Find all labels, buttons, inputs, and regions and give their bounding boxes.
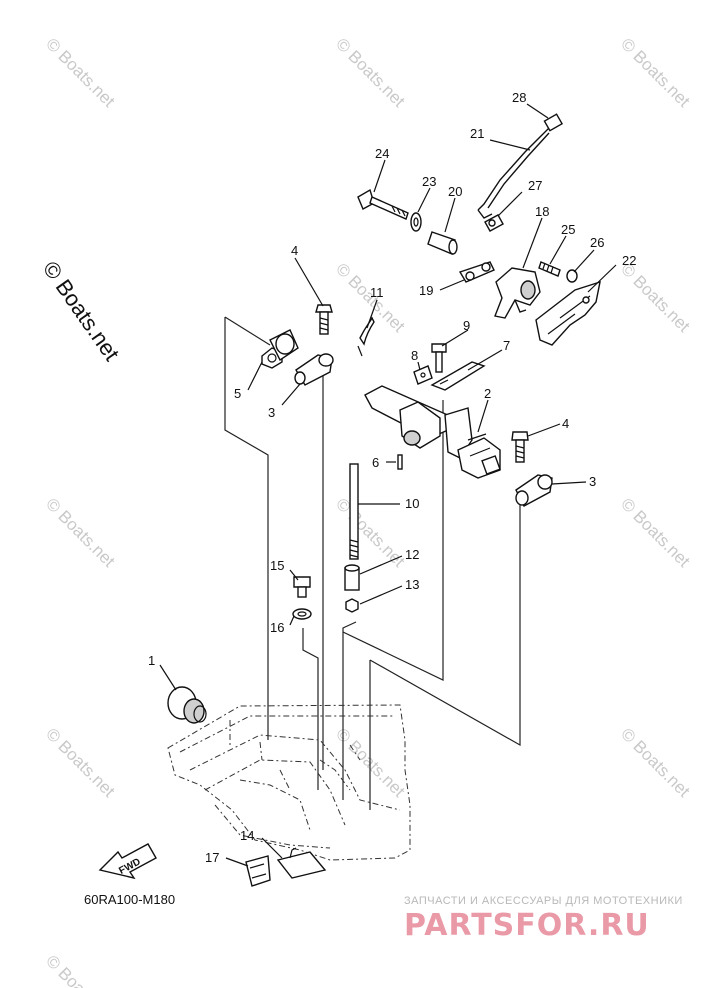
leader-lines [159, 103, 617, 867]
part-25-screw [538, 261, 561, 277]
part-13-nut [345, 598, 359, 613]
label-9: 9 [463, 318, 470, 333]
watermark: © Boats.net [42, 34, 119, 111]
label-14: 14 [240, 828, 254, 843]
label-23: 23 [422, 174, 436, 189]
label-24: 24 [375, 146, 389, 161]
label-4-right: 4 [562, 416, 569, 431]
label-17: 17 [205, 850, 219, 865]
watermark: © Boats.net [332, 34, 409, 111]
watermark: © Boats.net [617, 34, 694, 111]
label-18: 18 [535, 204, 549, 219]
label-16: 16 [270, 620, 284, 635]
label-7: 7 [503, 338, 510, 353]
brand-logo: ЗАПЧАСТИ И АКСЕССУАРЫ ДЛЯ МОТОТЕХНИКИ PA… [404, 895, 683, 943]
label-13: 13 [405, 577, 419, 592]
part-3-holder [294, 353, 334, 386]
part-17-clip [245, 855, 271, 887]
part-8-plate [413, 365, 433, 385]
watermark: © Boats.net [617, 724, 694, 801]
lower-case-outline [167, 704, 411, 861]
label-4: 4 [291, 243, 298, 258]
part-2-shift-assembly [364, 385, 501, 479]
part-26-washer [566, 269, 578, 283]
label-25: 25 [561, 222, 575, 237]
watermark: © Boats.net [332, 494, 409, 571]
label-22: 22 [622, 253, 636, 268]
label-12: 12 [405, 547, 419, 562]
part-24-bolt [357, 188, 409, 220]
part-15-bolt [293, 576, 311, 598]
label-15: 15 [270, 558, 284, 573]
drawing-code: 60RA100-M180 [84, 892, 175, 907]
label-5: 5 [234, 386, 241, 401]
side-copyright: © Boats.net [38, 257, 125, 366]
watermark: © Boats.net [617, 259, 694, 336]
part-7-plate [430, 361, 486, 391]
part-11-pin [357, 316, 375, 357]
part-3-holder-right [515, 474, 553, 507]
label-19: 19 [419, 283, 433, 298]
part-18-lever [494, 267, 541, 319]
parts [167, 113, 601, 887]
watermark: © Boats.net [42, 494, 119, 571]
part-20-collar [427, 231, 458, 255]
part-23-washer [410, 212, 422, 232]
label-26: 26 [590, 235, 604, 250]
watermark: © Boats.net [617, 494, 694, 571]
label-2: 2 [484, 386, 491, 401]
brand-name: PARTSFOR.RU [404, 908, 650, 943]
part-16-washer [292, 608, 312, 620]
part-4-bolt-upper [315, 304, 333, 335]
part-19-link [458, 261, 495, 283]
label-28: 28 [512, 90, 526, 105]
watermark: © Boats.net [42, 951, 119, 988]
fwd-arrow-icon: FWD [98, 843, 157, 880]
part-4-bolt-right [511, 431, 529, 463]
label-3-right: 3 [589, 474, 596, 489]
connector-frames [224, 316, 521, 810]
part-1-grommet [167, 686, 207, 724]
part-28-cap [543, 113, 564, 132]
label-1: 1 [148, 653, 155, 668]
part-10-rod [349, 463, 359, 560]
part-9-bolt [431, 343, 447, 373]
label-21: 21 [470, 126, 484, 141]
label-27: 27 [528, 178, 542, 193]
brand-tagline: ЗАПЧАСТИ И АКСЕССУАРЫ ДЛЯ МОТОТЕХНИКИ [404, 895, 683, 907]
label-6: 6 [372, 455, 379, 470]
part-22-bracket [535, 280, 601, 346]
label-20: 20 [448, 184, 462, 199]
watermark: © Boats.net [42, 724, 119, 801]
label-8: 8 [411, 348, 418, 363]
part-12-collar [344, 564, 360, 591]
part-14-bracket [276, 847, 327, 879]
label-3: 3 [268, 405, 275, 420]
part-6-pin [397, 454, 403, 470]
part-27-clip [484, 214, 504, 232]
label-10: 10 [405, 496, 419, 511]
label-11: 11 [370, 285, 384, 300]
part-labels: 28 21 24 23 20 27 18 25 26 22 4 11 19 9 … [148, 90, 636, 865]
part-3-collar-upper [269, 329, 299, 362]
watermarks: © Boats.net © Boats.net © Boats.net © Bo… [42, 34, 694, 988]
part-21-rod [477, 127, 550, 219]
